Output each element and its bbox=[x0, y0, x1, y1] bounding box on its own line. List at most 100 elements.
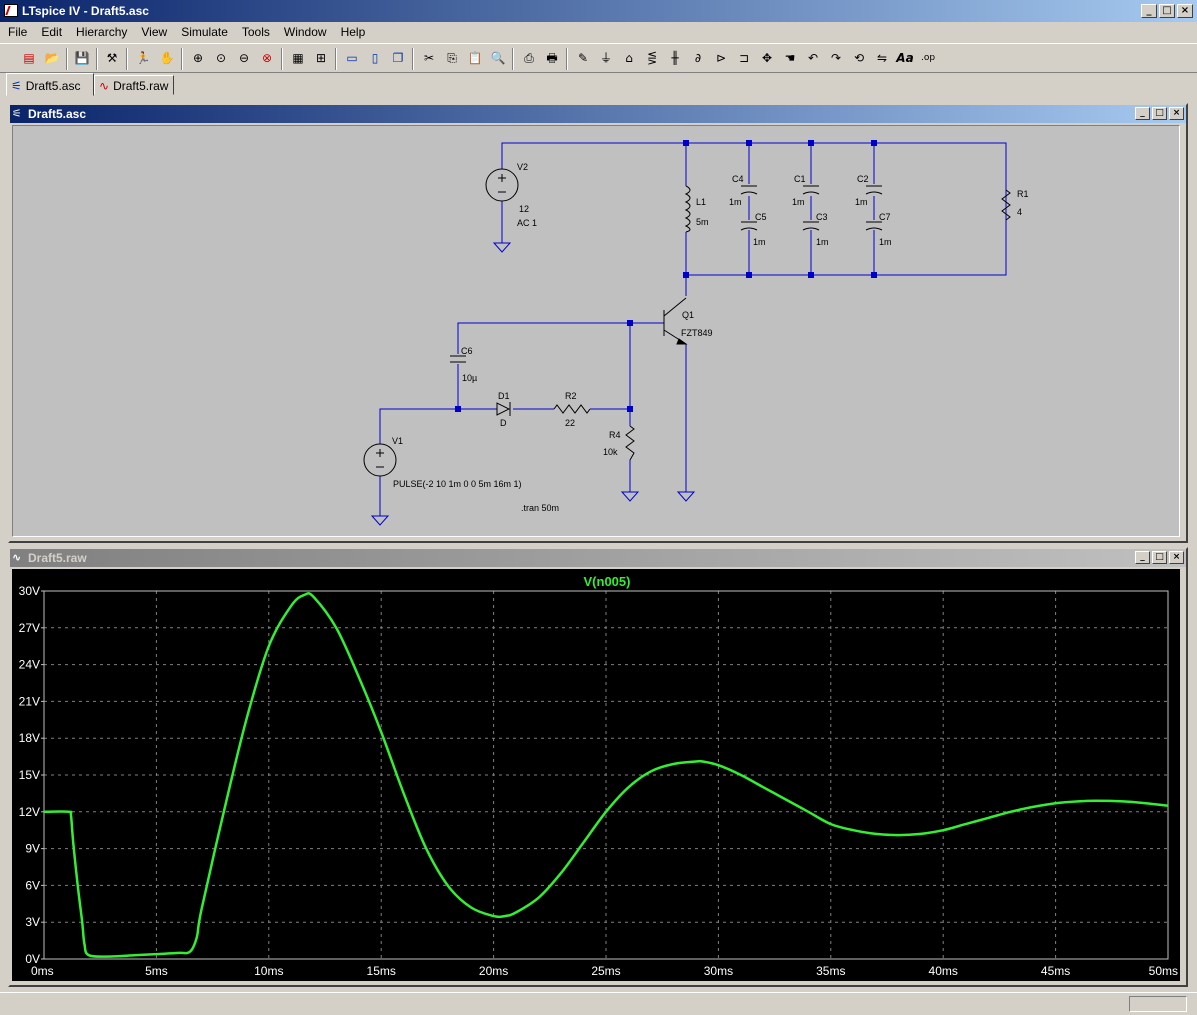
schematic-canvas[interactable]: V2 12 AC 1 L1 5m C4 1m C5 1m C1 1m C3 1m… bbox=[12, 125, 1180, 537]
resistor-icon[interactable]: ⋚ bbox=[646, 51, 658, 65]
toolbar: ▤ 📂 💾 ⚒ 🏃 ✋ ⊕ ⊙ ⊖ ⊗ ▦ ⊞ ▭ ▯ ❐ ✂ ⎘ 📋 🔍 ⎙ … bbox=[0, 43, 1197, 73]
r1-value-label: 4 bbox=[1017, 207, 1022, 217]
menu-simulate[interactable]: Simulate bbox=[181, 25, 228, 39]
q1-value-label: FZT849 bbox=[681, 328, 713, 338]
menu-hierarchy[interactable]: Hierarchy bbox=[76, 25, 128, 39]
close-button[interactable]: × bbox=[1177, 4, 1193, 18]
new-schematic-icon[interactable]: ▤ bbox=[23, 51, 35, 65]
c5-value-label: 1m bbox=[753, 237, 766, 247]
schematic-window: ⚟ Draft5.asc _ □ × bbox=[8, 103, 1188, 543]
x-tick-label: 15ms bbox=[367, 964, 396, 978]
c6-value-label: 10µ bbox=[462, 373, 477, 383]
l1-name-label: L1 bbox=[696, 197, 706, 207]
rotate-icon[interactable]: ⟲ bbox=[853, 51, 865, 65]
menu-tools[interactable]: Tools bbox=[241, 25, 270, 39]
inductor-icon[interactable]: ∂ bbox=[694, 51, 702, 65]
drag-icon[interactable]: ☚ bbox=[784, 51, 796, 65]
tab-label: Draft5.raw bbox=[113, 79, 169, 93]
label-net-icon[interactable]: ⌂ bbox=[625, 51, 633, 65]
minimize-button[interactable]: _ bbox=[1135, 551, 1150, 564]
halt-icon[interactable]: ✋ bbox=[159, 51, 175, 65]
menu-window[interactable]: Window bbox=[283, 25, 327, 39]
diode-icon[interactable]: ⊳ bbox=[715, 51, 727, 65]
maximize-button[interactable]: □ bbox=[1152, 107, 1167, 120]
draw-wire-icon[interactable]: ✎ bbox=[577, 51, 589, 65]
tab-draft5-asc[interactable]: ⚟ Draft5.asc bbox=[6, 73, 94, 96]
close-button[interactable]: × bbox=[1169, 551, 1184, 564]
d1-symbol bbox=[496, 402, 511, 416]
capacitor-icon[interactable]: ╫ bbox=[671, 51, 679, 65]
app-titlebar: LTspice IV - Draft5.asc _ □ × bbox=[0, 0, 1197, 22]
save-icon[interactable]: 💾 bbox=[74, 51, 90, 65]
grid-icon[interactable]: ⊞ bbox=[315, 51, 327, 65]
menu-view[interactable]: View bbox=[141, 25, 168, 39]
v2-ac-label: AC 1 bbox=[517, 218, 537, 228]
move-icon[interactable]: ✥ bbox=[761, 51, 773, 65]
print-icon[interactable]: 🖶 bbox=[546, 51, 558, 65]
print-setup-icon[interactable]: ⎙ bbox=[524, 51, 534, 65]
autorange-icon[interactable]: ▦ bbox=[292, 51, 304, 65]
control-panel-icon[interactable]: ⚒ bbox=[106, 51, 118, 65]
c2-value-label: 1m bbox=[855, 197, 868, 207]
menu-help[interactable]: Help bbox=[340, 25, 366, 39]
waveform-window-titlebar: ∿ Draft5.raw _ □ × bbox=[10, 549, 1186, 567]
x-tick-label: 30ms bbox=[704, 964, 733, 978]
schematic-icon: ⚟ bbox=[12, 107, 22, 120]
close-button[interactable]: × bbox=[1169, 107, 1184, 120]
maximize-button[interactable]: □ bbox=[1159, 4, 1175, 18]
cut-icon[interactable]: ✂ bbox=[423, 51, 435, 65]
tile-vertical-icon[interactable]: ▯ bbox=[371, 51, 379, 65]
find-icon[interactable]: 🔍 bbox=[490, 51, 506, 65]
text-icon[interactable]: Aa bbox=[896, 51, 914, 65]
x-tick-label: 45ms bbox=[1041, 964, 1070, 978]
r4-value-label: 10k bbox=[603, 447, 618, 457]
r2-name-label: R2 bbox=[565, 391, 577, 401]
menubar: File Edit Hierarchy View Simulate Tools … bbox=[0, 22, 1197, 42]
open-icon[interactable]: 📂 bbox=[44, 51, 60, 65]
status-panel bbox=[1129, 996, 1187, 1012]
y-tick-label: 30V bbox=[19, 584, 40, 598]
y-tick-label: 15V bbox=[19, 768, 40, 782]
menu-file[interactable]: File bbox=[8, 25, 28, 39]
c7-name-label: C7 bbox=[879, 212, 891, 222]
zoom-in-icon[interactable]: ⊕ bbox=[192, 51, 204, 65]
r2-value-label: 22 bbox=[565, 418, 575, 428]
pan-icon[interactable]: ⊙ bbox=[215, 51, 227, 65]
zoom-out-icon[interactable]: ⊖ bbox=[238, 51, 250, 65]
minimize-button[interactable]: _ bbox=[1135, 107, 1150, 120]
app-title: LTspice IV - Draft5.asc bbox=[22, 4, 149, 18]
schematic-window-titlebar: ⚟ Draft5.asc _ □ × bbox=[10, 105, 1186, 123]
component-icon[interactable]: ⊐ bbox=[738, 51, 750, 65]
y-tick-label: 3V bbox=[25, 915, 40, 929]
cascade-icon[interactable]: ❐ bbox=[392, 51, 404, 65]
d1-name-label: D1 bbox=[498, 391, 510, 401]
paste-icon[interactable]: 📋 bbox=[467, 51, 483, 65]
ground-icon[interactable]: ⏚ bbox=[599, 51, 612, 65]
v2-symbol bbox=[485, 168, 519, 202]
tab-draft5-raw[interactable]: ∿ Draft5.raw bbox=[94, 75, 174, 95]
run-icon[interactable]: 🏃 bbox=[135, 51, 151, 65]
y-tick-label: 21V bbox=[19, 694, 40, 708]
redo-icon[interactable]: ↷ bbox=[830, 51, 842, 65]
spice-directive-icon[interactable]: .op bbox=[920, 53, 936, 63]
x-tick-label: 0ms bbox=[31, 964, 54, 978]
zoom-fit-icon[interactable]: ⊗ bbox=[261, 51, 273, 65]
v1-name-label: V1 bbox=[392, 436, 403, 446]
c1-name-label: C1 bbox=[794, 174, 806, 184]
y-tick-label: 27V bbox=[19, 621, 40, 635]
mirror-icon[interactable]: ⇋ bbox=[876, 51, 888, 65]
menu-edit[interactable]: Edit bbox=[41, 25, 63, 39]
tile-horizontal-icon[interactable]: ▭ bbox=[346, 51, 358, 65]
trace-title[interactable]: V(n005) bbox=[584, 574, 631, 589]
wires bbox=[379, 142, 1007, 516]
resistor-symbols bbox=[553, 189, 1011, 461]
copy-icon[interactable]: ⎘ bbox=[447, 51, 457, 65]
maximize-button[interactable]: □ bbox=[1152, 551, 1167, 564]
tab-label: Draft5.asc bbox=[25, 78, 81, 93]
waveform-icon: ∿ bbox=[12, 551, 22, 564]
minimize-button[interactable]: _ bbox=[1141, 4, 1157, 18]
undo-icon[interactable]: ↶ bbox=[807, 51, 819, 65]
